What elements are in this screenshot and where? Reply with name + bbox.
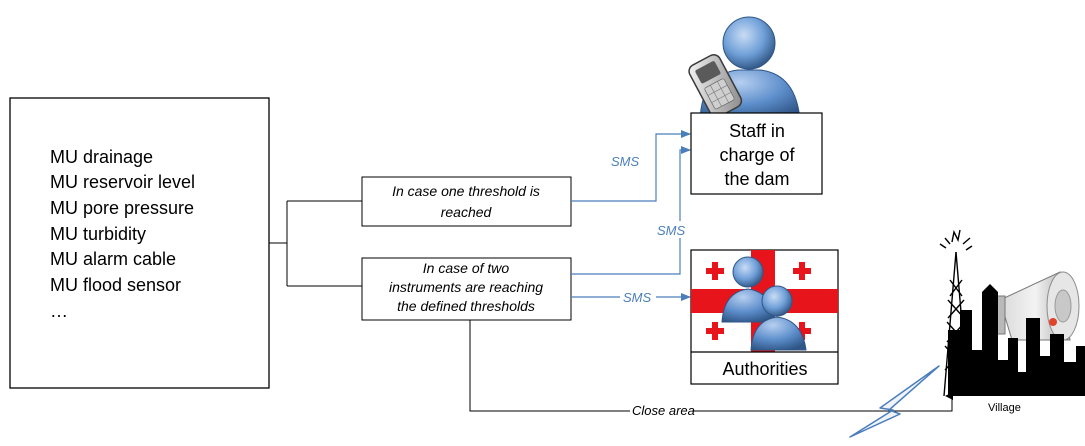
instrument-list-box: MU drainage MU reservoir level MU pore p… <box>9 97 270 389</box>
lightning-icon <box>849 365 940 438</box>
condition-two-line: instruments are reaching <box>389 279 543 295</box>
village-label: Village <box>988 402 1021 414</box>
condition-two-instruments-box: In case of two instruments are reaching … <box>361 257 572 321</box>
antenna-tower-icon <box>939 229 973 397</box>
condition-two-line: the defined thresholds <box>397 298 535 314</box>
sms-label: SMS <box>657 223 686 238</box>
village-skyline-icon: Village <box>939 229 1085 414</box>
sms-label: SMS <box>611 154 640 169</box>
authorities-people-icon <box>721 256 807 351</box>
condition-one-line: In case one threshold is <box>392 183 540 199</box>
instrument-item: MU pore pressure <box>50 198 194 218</box>
staff-recipient-box: Staff in charge of the dam <box>690 112 823 195</box>
siren-icon <box>994 271 1080 341</box>
instrument-item: … <box>50 301 68 321</box>
sms-arrow-two-to-staff <box>571 146 691 275</box>
staff-label-line: the dam <box>724 169 789 189</box>
sms-label: SMS <box>623 290 652 305</box>
instrument-item: MU drainage <box>50 147 153 167</box>
authorities-recipient-box: Authorities <box>690 249 839 385</box>
staff-label-line: Staff in <box>729 121 785 141</box>
condition-one-threshold-box: In case one threshold is reached <box>361 176 572 227</box>
bracket-connector <box>269 200 362 287</box>
instrument-item: MU flood sensor <box>50 275 181 295</box>
authorities-label: Authorities <box>722 359 807 379</box>
staff-person-phone-icon <box>688 16 801 121</box>
condition-one-line: reached <box>441 204 493 220</box>
staff-label-line: charge of <box>719 145 795 165</box>
sms-arrow-one-to-staff <box>571 130 691 202</box>
close-area-connector <box>469 320 953 412</box>
instrument-item: MU reservoir level <box>50 172 195 192</box>
instrument-item: MU turbidity <box>50 224 146 244</box>
condition-two-line: In case of two <box>423 260 510 276</box>
instrument-item: MU alarm cable <box>50 249 176 269</box>
close-area-label: Close area <box>632 403 695 418</box>
